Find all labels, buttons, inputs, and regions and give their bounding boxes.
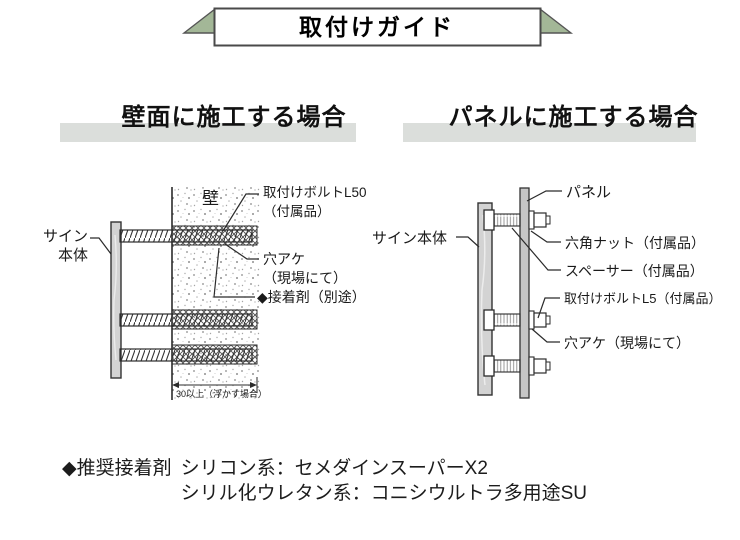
washer [528,356,535,376]
hole-leader-line [224,243,259,260]
bolt-head [483,309,495,331]
hex-nut [533,212,547,228]
mounting-bolt-3 [119,348,253,362]
sign-body-sheen [113,234,117,361]
wall-label: 壁 [202,189,219,208]
hole-label: 穴アケ（現場にて） [564,335,690,351]
dimension-arrowhead-left [172,382,179,388]
sign-body-label: サイン本体 [372,230,447,247]
panel-label: パネル [566,184,611,201]
hole-label-line1: 穴アケ [263,251,305,267]
spacer-label: スペーサー（付属品） [565,263,704,279]
dimension-arrowhead-right [250,382,257,388]
bolt-label-line1: 取付けボルトL50 [263,185,367,200]
adhesive-urethane-text: シリル化ウレタン系：コニシウルトラ多用途SU [180,483,588,504]
dimension-label: 30以上（浮かす場合） [176,388,267,399]
bolt-shaft [493,359,521,373]
banner-box [213,7,542,47]
hex-nut-label: 六角ナット（付属品） [565,235,705,251]
bolt-head [483,355,495,377]
left-heading-highlight-bar [60,123,356,142]
panel-leader-line [526,190,562,202]
bolt-label: 取付けボルトL5（付属品） [564,291,721,306]
sign-body-leader-line [90,237,112,255]
bolt-leader-line [537,297,560,319]
bolt-tip [545,361,551,371]
sign-body-label-line2: 本体 [58,247,88,264]
adhesive-silicone-text: シリコン系：セメダインスーパーX2 [180,458,488,479]
hole-leader-line [531,328,560,343]
sign-body-sheen [480,214,486,386]
panel-bar [519,187,530,399]
hex-nut [533,312,547,328]
bolt-tip [545,215,551,225]
wall-installation-diagram: 壁 サイン 本体 取付けボルトL50 （付属品） 穴アケ （現場にて） ◆接着剤… [43,185,367,400]
bolt-shaft [493,313,521,327]
page-title: 取付けガイド [299,14,455,40]
wall-surface [172,187,260,400]
bolt-assembly-3 [483,355,551,377]
bolt-leader-line [222,193,259,232]
adhesive-note-line2: ◆推奨接着剤 シリル化ウレタン系：コニシウルトラ多用途SU [62,481,587,506]
spacer-leader-line [511,227,561,271]
bolt-shaft [493,213,521,227]
title-banner: 取付けガイド [181,7,574,47]
sign-body-label-line1: サイン [43,228,88,245]
sign-body-leader-line [456,236,480,248]
adhesive-label: ◆接着剤（別途） [257,289,366,305]
panel-installation-diagram: パネル サイン本体 六角ナット（付属品） スペーサー（付属品） 取付けボルトL5… [372,184,721,399]
right-section-heading: パネルに施工する場合 [448,104,699,131]
bolt-assembly-1 [483,209,551,231]
sign-body-bar [110,221,122,379]
washer [528,210,535,230]
bolt-head [483,209,495,231]
hex-nut [533,358,547,374]
bolt-assembly-2 [483,309,551,331]
mounting-bolt-2 [119,313,253,327]
washer [528,310,535,330]
bolt-tip [545,315,551,325]
adhesive-note-line1: ◆推奨接着剤 シリコン系：セメダインスーパーX2 [62,456,587,481]
left-section-heading: 壁面に施工する場合 [121,104,347,131]
right-heading-highlight-bar [403,123,696,142]
hex-nut-leader-line [530,230,561,243]
hole-label-line2: （現場にて） [263,270,347,286]
adhesive-note-prefix: ◆推奨接着剤 [62,458,172,479]
mounting-bolt-1 [119,229,253,243]
ribbon-left-fold [181,7,216,34]
ribbon-right-fold [539,7,574,34]
recommended-adhesive-note: ◆推奨接着剤 シリコン系：セメダインスーパーX2 ◆推奨接着剤 シリル化ウレタン… [62,456,587,506]
adhesive-leader-line [213,247,255,298]
bolt-label-line2: （付属品） [263,204,331,219]
